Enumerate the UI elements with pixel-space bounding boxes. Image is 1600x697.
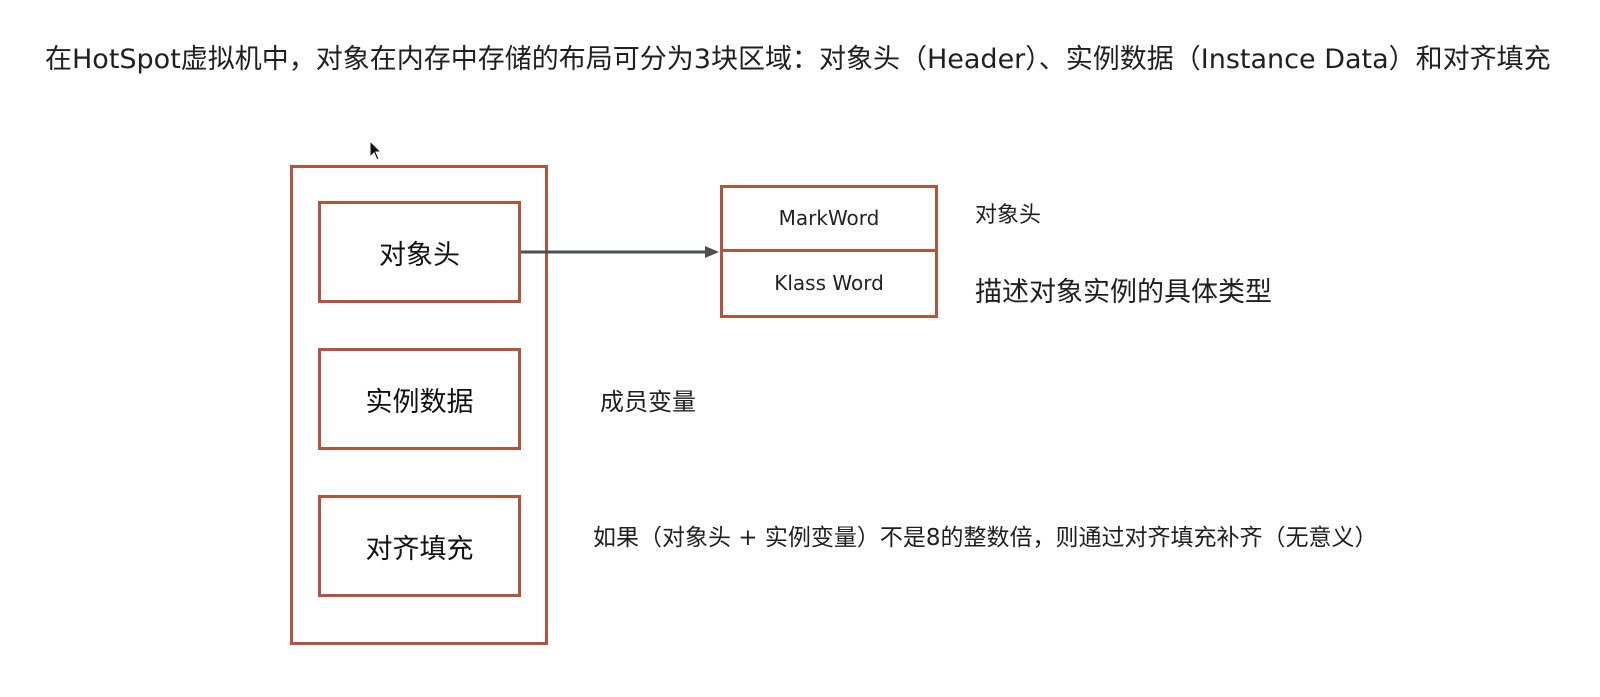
intro-text: 在HotSpot虚拟机中，对象在内存中存储的布局可分为3块区域：对象头（Head… [45, 44, 1551, 75]
object-header-label: 对象头 [379, 239, 460, 271]
object-header-box: 对象头 [318, 201, 521, 303]
padding-note: 如果（对象头 + 实例变量）不是8的整数倍，则通过对齐填充补齐（无意义） [593, 525, 1378, 551]
markword-label: MarkWord [778, 206, 880, 231]
object-header-detail-table: MarkWord Klass Word [720, 185, 938, 318]
instance-data-label: 实例数据 [365, 386, 474, 418]
mouse-pointer-icon [369, 140, 383, 161]
markword-cell: MarkWord [723, 188, 935, 252]
klass-word-note: 描述对象实例的具体类型 [975, 277, 1272, 308]
instance-data-box: 实例数据 [318, 348, 521, 450]
klass-word-label: Klass Word [774, 271, 884, 296]
object-layout-container [290, 165, 548, 645]
klass-word-cell: Klass Word [723, 252, 935, 316]
arrow-right-icon [521, 246, 719, 258]
object-header-note: 对象头 [975, 203, 1042, 228]
instance-data-note: 成员变量 [600, 388, 696, 416]
padding-box: 对齐填充 [318, 495, 521, 597]
padding-label: 对齐填充 [365, 533, 474, 565]
